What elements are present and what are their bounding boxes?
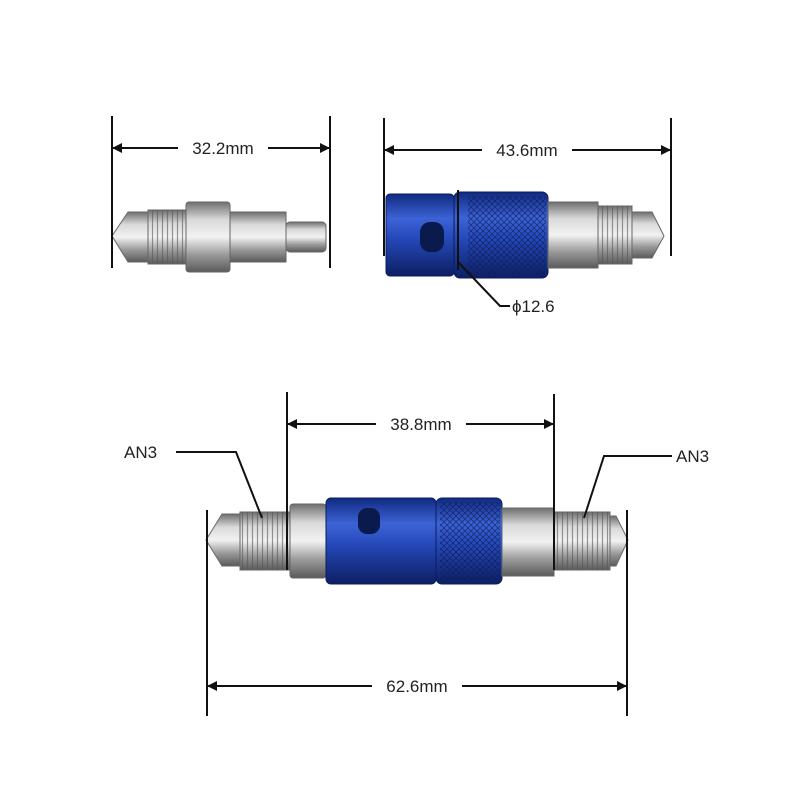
male-plug-part [111,201,327,273]
callout-right-leader [583,455,672,519]
male-plug-body [229,211,287,263]
assembly-slot [358,508,380,534]
dim-43-6 [383,118,672,256]
dim-32-2 [111,116,331,268]
female-coupler-flare-tip [631,211,665,259]
assembly-steel-body [501,507,555,577]
callout-left-leader [176,451,263,519]
male-plug-stem [285,221,327,253]
callout-right-thread: AN3 [676,447,709,466]
dim-label-male-length: 32.2mm [192,139,253,158]
assembly-right-flare-tip [609,515,629,567]
coupled-assembly [205,497,629,585]
dim-label-total-length: 62.6mm [386,677,447,696]
male-plug-hex [185,201,231,273]
male-plug-flare-tip [111,211,149,263]
female-coupler-part [385,191,665,279]
female-coupler-body [547,201,599,269]
female-coupler-slot [420,222,444,252]
assembly-left-flare-tip [205,513,241,567]
dim-62-6 [206,510,628,716]
dim-label-body-length: 38.8mm [390,415,451,434]
assembly-hex [289,503,327,579]
dim-label-female-length: 43.6mm [496,141,557,160]
assembly-blue-sleeve [325,497,437,585]
dim-38-8 [286,392,555,570]
callout-left-thread: AN3 [124,443,157,462]
dim-diameter-leader [457,190,510,307]
dim-label-diameter: ϕ12.6 [512,297,555,316]
